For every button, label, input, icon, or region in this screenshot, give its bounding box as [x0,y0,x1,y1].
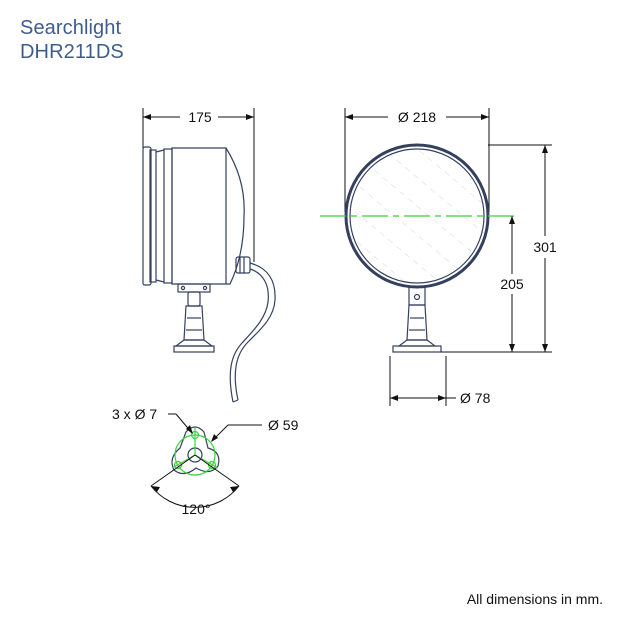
side-lamp-body [142,146,276,403]
bolt-circle-callout: Ø 59 [211,417,299,442]
front-diameter-dimension: Ø 218 [344,108,490,212]
angle-label: 120° [182,501,211,517]
base-diameter-dimension: Ø 78 [389,356,491,406]
base-diameter-label: Ø 78 [460,390,491,406]
front-view: Ø 218 301 [320,108,557,406]
hole-spec-callout: 3 x Ø 7 [112,406,193,434]
total-height-dimension: 301 [441,144,557,353]
total-height-label: 301 [533,239,557,255]
base-plate-outline [171,426,220,475]
hole-spec-label: 3 x Ø 7 [112,406,157,422]
side-view: 175 [142,108,276,403]
mounting-hole [190,430,200,440]
base-plate-detail: 3 x Ø 7 Ø 59 120° [112,406,299,517]
front-diameter-label: Ø 218 [398,109,436,125]
side-depth-dimension: 175 [142,108,255,262]
title-block: Searchlight DHR211DS [20,16,124,64]
center-height-label: 205 [500,276,524,292]
center-height-dimension: 205 [500,216,524,352]
angle-dimension: 120° [150,454,240,517]
side-depth-label: 175 [188,109,212,125]
units-footnote: All dimensions in mm. [466,591,603,607]
front-stand [392,286,442,353]
product-type: Searchlight [20,17,122,39]
product-code: DHR211DS [20,41,124,63]
bolt-circle-label: Ø 59 [268,417,299,433]
